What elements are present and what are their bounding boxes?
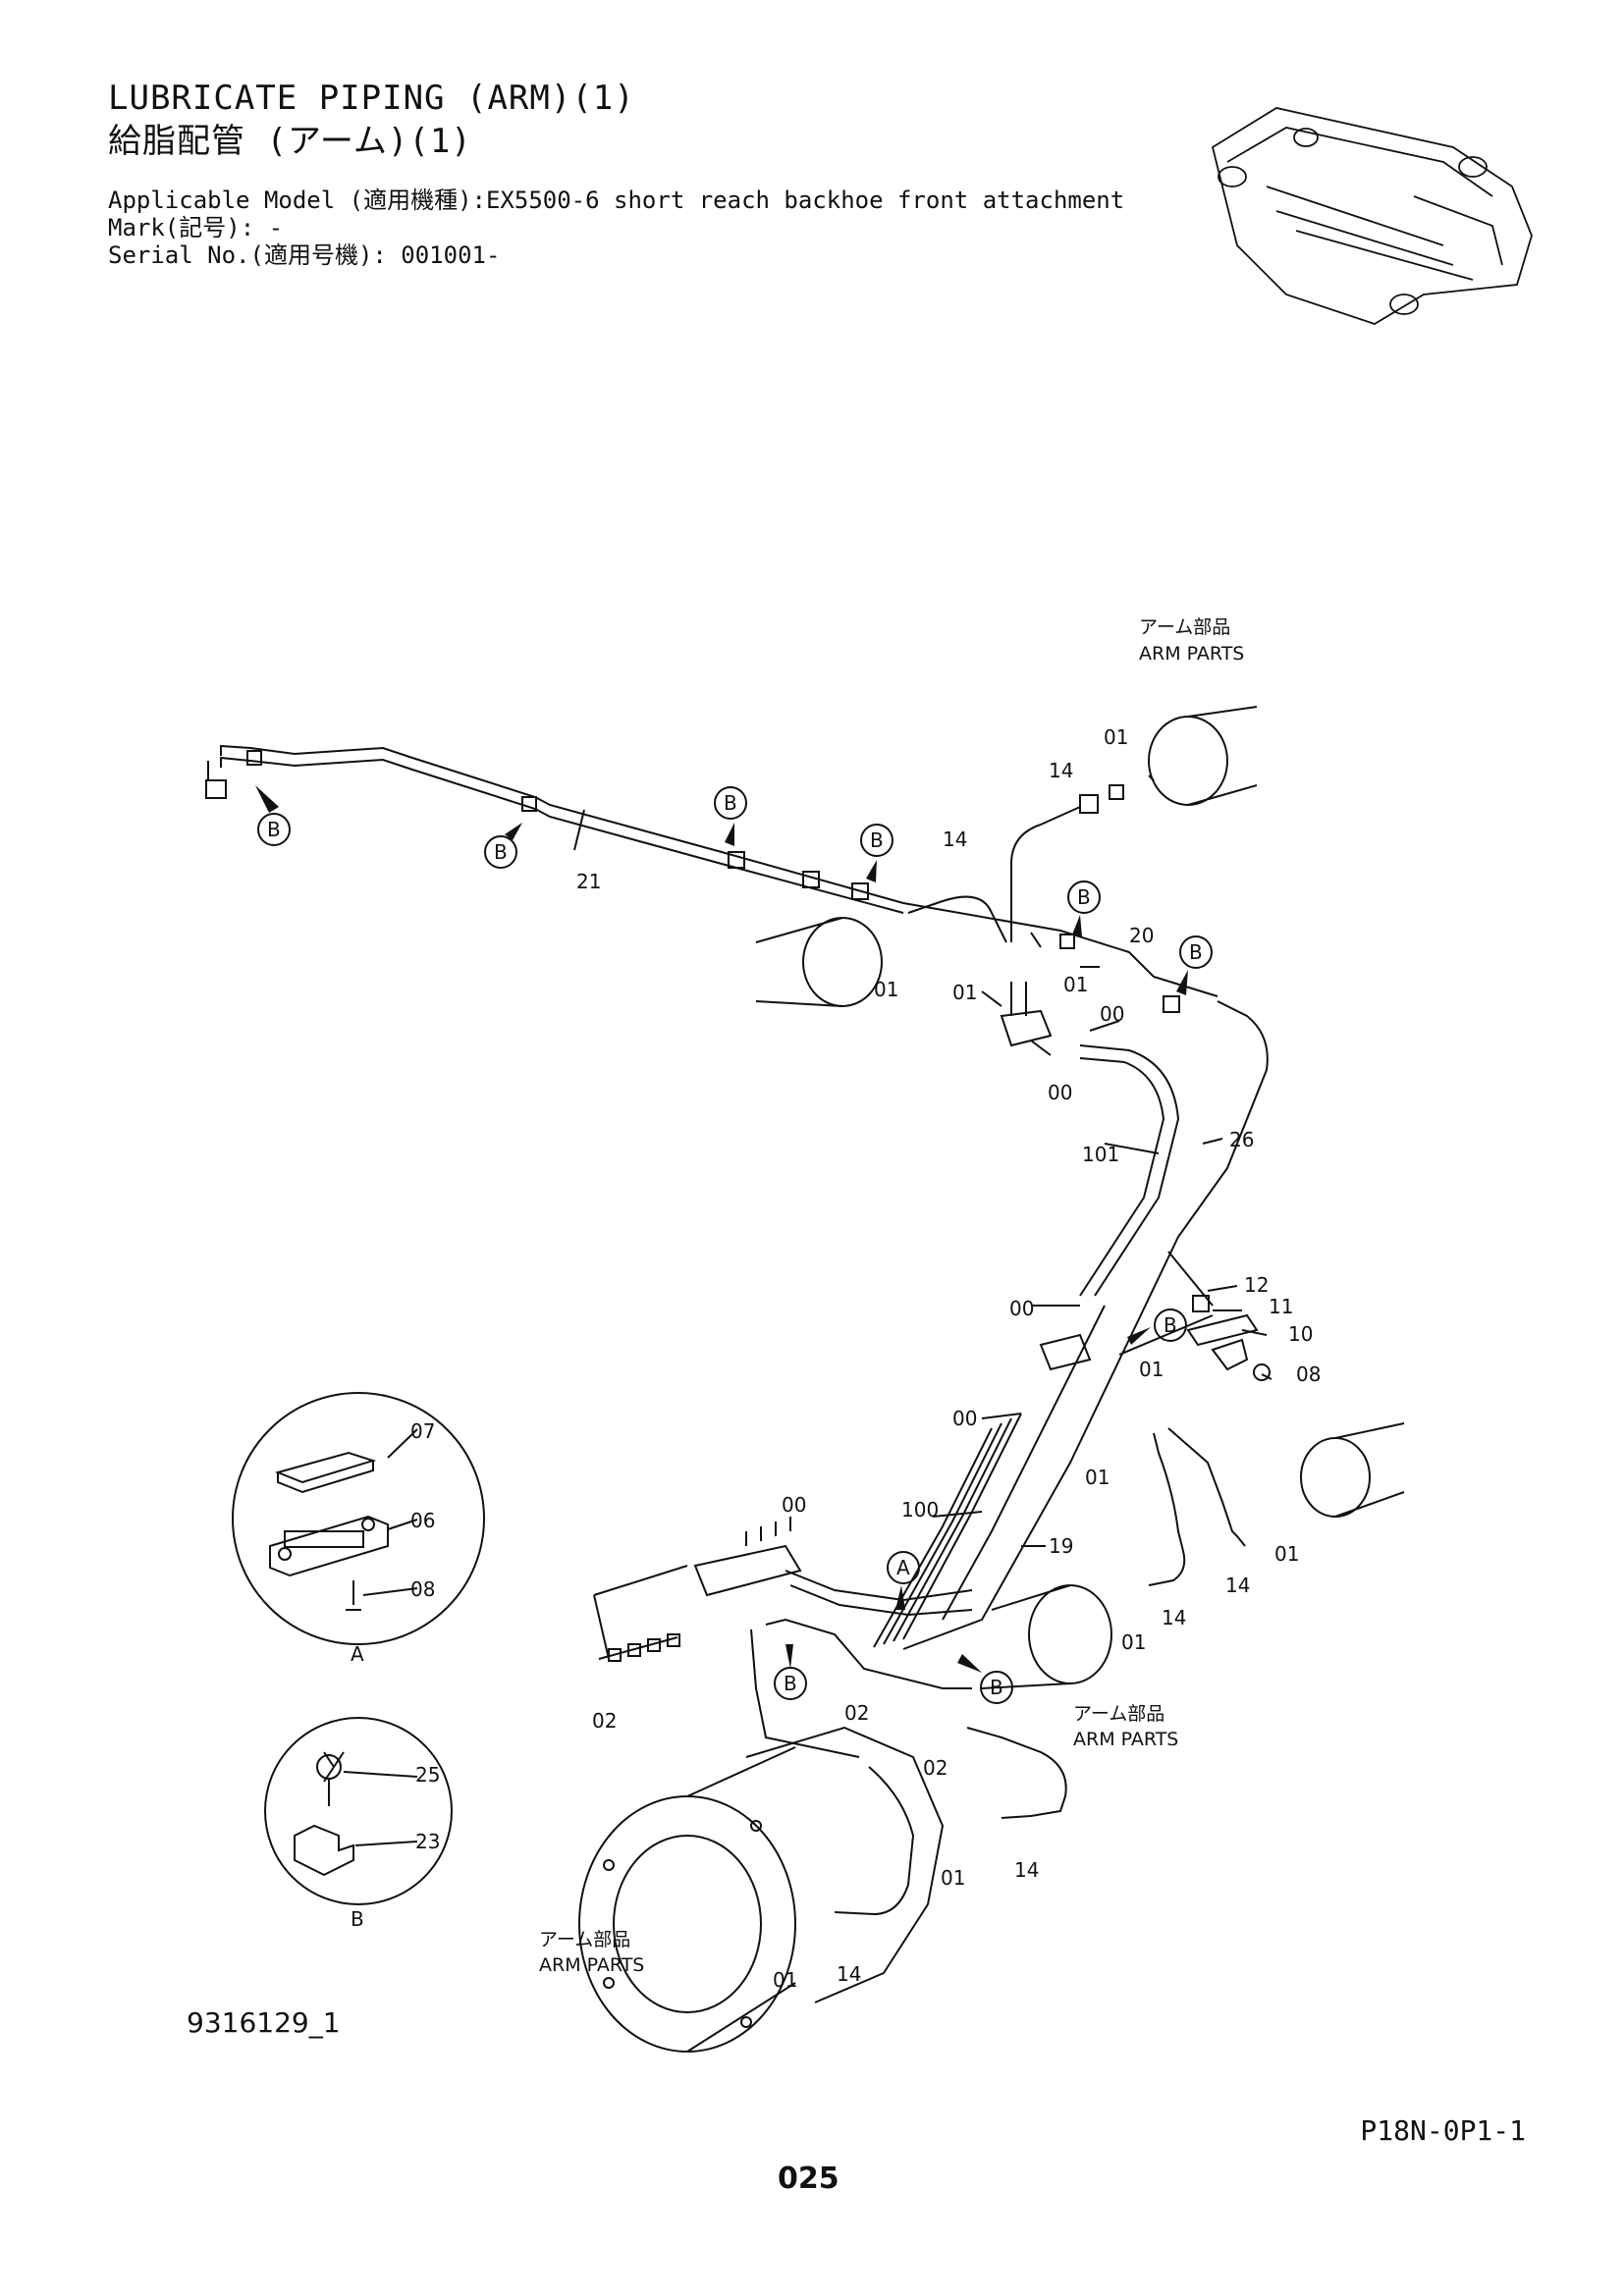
part-01: 01 xyxy=(1139,1358,1164,1381)
part-14: 14 xyxy=(1225,1574,1250,1597)
part-01: 01 xyxy=(941,1866,965,1890)
arm-parts-ja-2: アーム部品 xyxy=(1073,1703,1164,1725)
arm-parts-en-1: ARM PARTS xyxy=(1139,643,1244,665)
callout-b-5: B xyxy=(1077,885,1091,909)
part-23: 23 xyxy=(415,1830,440,1853)
callout-b-8: B xyxy=(990,1676,1003,1699)
part-07: 07 xyxy=(410,1419,435,1443)
part-26: 26 xyxy=(1229,1128,1254,1151)
part-19: 19 xyxy=(1049,1534,1073,1558)
serial-number: Serial No.(適用号機): 001001- xyxy=(108,241,501,269)
part-01: 01 xyxy=(1121,1630,1146,1654)
arm-thumbnail-illustration xyxy=(1211,107,1533,325)
arm-parts-en-3: ARM PARTS xyxy=(539,1954,644,1976)
detail-a-circle xyxy=(232,1392,485,1645)
part-02: 02 xyxy=(844,1701,869,1725)
part-00: 00 xyxy=(1100,1002,1124,1026)
callout-b-6: B xyxy=(1189,940,1203,964)
part-00: 00 xyxy=(952,1407,977,1430)
callout-b-9: B xyxy=(784,1672,797,1695)
part-101: 101 xyxy=(1082,1143,1119,1166)
arm-parts-en-2: ARM PARTS xyxy=(1073,1729,1178,1750)
page-number: 025 xyxy=(778,2162,839,2196)
detail-view-a-label: A xyxy=(351,1642,364,1666)
part-14: 14 xyxy=(1049,759,1073,782)
part-02: 02 xyxy=(923,1756,947,1780)
part-100: 100 xyxy=(901,1498,939,1522)
arm-parts-ja-1: アーム部品 xyxy=(1139,616,1230,638)
part-01: 01 xyxy=(1085,1466,1110,1489)
part-00: 00 xyxy=(1009,1297,1034,1320)
part-12: 12 xyxy=(1244,1273,1269,1297)
part-01: 01 xyxy=(874,978,898,1001)
arm-parts-ja-3: アーム部品 xyxy=(539,1929,630,1950)
part-06: 06 xyxy=(410,1509,435,1532)
part-14: 14 xyxy=(1014,1858,1039,1882)
drawing-number: 9316129_1 xyxy=(187,2006,341,2039)
detail-b-circle xyxy=(264,1717,453,1905)
part-00: 00 xyxy=(782,1493,806,1517)
mark-field: Mark(記号): - xyxy=(108,214,284,241)
part-10: 10 xyxy=(1288,1322,1313,1346)
part-08: 08 xyxy=(1296,1362,1321,1386)
detail-view-b-label: B xyxy=(351,1907,364,1931)
part-01: 01 xyxy=(1104,725,1128,749)
part-25: 25 xyxy=(415,1763,440,1787)
applicable-model: Applicable Model (適用機種):EX5500-6 short r… xyxy=(108,187,1125,214)
callout-b-7: B xyxy=(1164,1313,1177,1337)
callout-b-1: B xyxy=(267,818,281,841)
part-01: 01 xyxy=(1063,973,1088,996)
pipe-21-20 xyxy=(220,744,1218,997)
part-01: 01 xyxy=(1274,1542,1299,1566)
callout-b-4: B xyxy=(870,828,884,852)
part-14: 14 xyxy=(837,1962,861,1986)
part-14: 14 xyxy=(1162,1606,1186,1629)
part-00: 00 xyxy=(1048,1081,1072,1104)
part-14: 14 xyxy=(943,828,967,851)
part-01: 01 xyxy=(952,981,977,1004)
part-11: 11 xyxy=(1269,1295,1293,1318)
part-02: 02 xyxy=(592,1709,617,1733)
callout-b-3: B xyxy=(724,791,737,815)
callout-a: A xyxy=(896,1556,910,1579)
title-english: LUBRICATE PIPING (ARM)(1) xyxy=(108,79,635,118)
part-01: 01 xyxy=(773,1968,797,1992)
reference-code: P18N-0P1-1 xyxy=(1360,2114,1526,2147)
part-21: 21 xyxy=(576,870,601,893)
part-08: 08 xyxy=(410,1577,435,1601)
part-20: 20 xyxy=(1129,924,1154,947)
callout-b-2: B xyxy=(494,840,508,864)
title-japanese: 給脂配管 (アーム)(1) xyxy=(108,122,472,161)
